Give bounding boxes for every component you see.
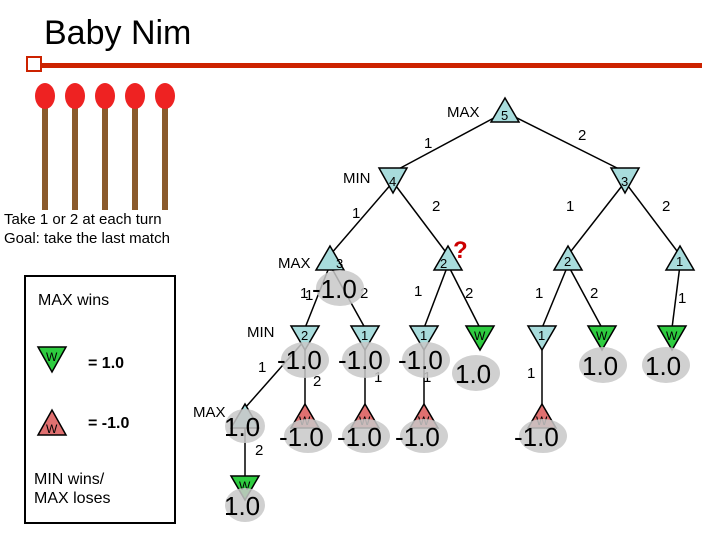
max-node-count: 1: [676, 254, 683, 269]
max-node: [552, 244, 584, 271]
max-node-count: 2: [440, 256, 447, 271]
node-value: -1.0: [312, 274, 357, 304]
max-node: [432, 244, 464, 271]
edge-label: 1: [566, 198, 574, 215]
max-win-leaf: [586, 325, 618, 352]
match-icon: [95, 83, 115, 210]
max-win-leaf: [656, 325, 688, 352]
node-value: -1.0: [514, 422, 559, 452]
min-node-count: 3: [621, 174, 628, 189]
node-value: 1.0: [224, 491, 260, 521]
edge-label: 1: [300, 285, 308, 302]
edge-label: 1: [374, 369, 382, 386]
min-node: [289, 325, 321, 352]
level-label-max: MAX: [278, 255, 311, 272]
instruction-line: Take 1 or 2 at each turn: [4, 211, 162, 228]
legend-w-label: W: [46, 350, 58, 364]
node-value: -1.0: [395, 422, 440, 452]
max-win-leaf: [464, 325, 496, 352]
instruction-line: Goal: take the last match: [4, 230, 170, 247]
max-win-triangle-icon: [36, 346, 68, 374]
root-node: [489, 96, 521, 123]
level-label-max: MAX: [193, 404, 226, 421]
edge-label: 1: [678, 290, 686, 307]
edge-label: 1: [535, 285, 543, 302]
question-mark: ?: [453, 237, 468, 264]
legend-footer: MIN wins/ MAX loses: [34, 470, 110, 508]
legend-box: [24, 275, 176, 524]
min-node-count: 4: [389, 174, 396, 189]
value-badges: -1.0 1 -1.0 -1.0 -1.0 1.0 1.0 1.0 1.0 -1…: [224, 270, 690, 522]
edge-label: 2: [590, 285, 598, 302]
edge-label: 2: [662, 198, 670, 215]
instructions: Take 1 or 2 at each turn Goal: take the …: [4, 210, 170, 248]
max-node: [664, 244, 696, 271]
level-label-max: MAX: [447, 104, 480, 121]
legend-max-value: = 1.0: [88, 355, 125, 372]
min-node: [609, 167, 641, 195]
edge-label: 1: [305, 287, 313, 304]
node-value: -1.0: [398, 345, 443, 375]
max-node: [314, 244, 346, 271]
edge-label: 1: [527, 365, 535, 382]
min-node-count: 2: [301, 328, 308, 343]
win-label: W: [596, 329, 608, 343]
min-node-count: 1: [420, 328, 427, 343]
win-label: W: [474, 329, 486, 343]
slide-title: Baby Nim: [44, 14, 192, 52]
min-node: [349, 325, 381, 352]
edge-label: 1: [258, 359, 266, 376]
node-value: -1.0: [279, 422, 324, 452]
title-underline: [38, 63, 702, 68]
min-node-count: 1: [361, 328, 368, 343]
node-value: 1.0: [224, 412, 260, 442]
level-label-min: MIN: [247, 324, 275, 341]
level-label-min: MIN: [343, 170, 371, 187]
match-icon: [125, 83, 145, 210]
min-node: [408, 325, 440, 352]
node-value: 1.0: [455, 359, 491, 389]
node-value: 1.0: [582, 351, 618, 381]
min-win-triangle-icon: [36, 408, 68, 436]
edge-label: 2: [313, 373, 321, 390]
match-icon: [35, 83, 55, 210]
edge-labels: 1 2 1 2 1 2 1 2 1 2 1 2 1 1 2 1 1 1 2: [255, 127, 686, 459]
legend-footer-line: MIN wins/: [34, 471, 105, 488]
max-node-count: 2: [564, 254, 571, 269]
node-value: 1.0: [645, 351, 681, 381]
edge-label: 2: [255, 442, 263, 459]
min-node: [377, 167, 409, 195]
min-node-count: 1: [538, 328, 545, 343]
win-label: W: [666, 329, 678, 343]
edge-label: 1: [352, 205, 360, 222]
match-icon: [65, 83, 85, 210]
edge-label: 1: [424, 135, 432, 152]
node-value: -1.0: [337, 422, 382, 452]
legend-w-label: W: [46, 422, 58, 436]
edge-label: 2: [578, 127, 586, 144]
root-node-count: 5: [501, 108, 508, 123]
title-bullet: [26, 56, 42, 72]
min-node: [526, 325, 558, 352]
edge-label: 2: [360, 285, 368, 302]
edge-label: 2: [465, 285, 473, 302]
node-value: -1.0: [277, 345, 322, 375]
edge-label: 2: [432, 198, 440, 215]
match-icon: [155, 83, 175, 210]
max-node-count: 3: [336, 256, 343, 271]
matches-illustration: [35, 83, 175, 210]
node-value: -1.0: [338, 345, 383, 375]
edge-label: 1: [414, 283, 422, 300]
legend-footer-line: MAX loses: [34, 490, 111, 507]
legend-min-value: = -1.0: [88, 415, 130, 432]
legend-title: MAX wins: [38, 292, 110, 309]
